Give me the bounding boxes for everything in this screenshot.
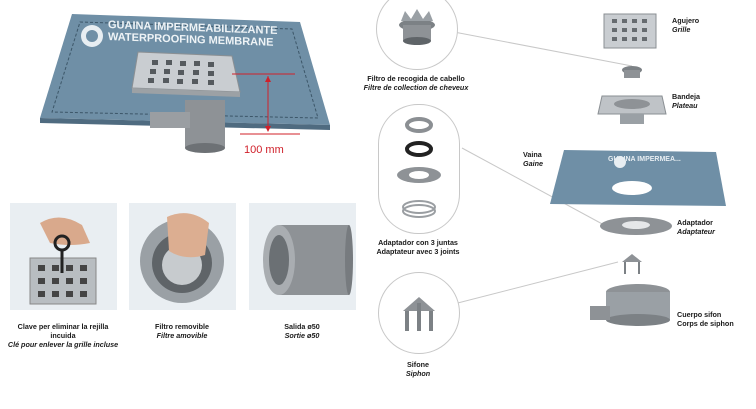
label-tray-fr: Plateau — [672, 101, 698, 110]
installed-drain-illustration — [40, 14, 330, 153]
label-adapter: Adaptador Adaptateur — [677, 218, 715, 236]
caption-key-fr: Clé pour enlever la grille incluse — [7, 340, 119, 349]
caption-outlet-fr: Sortie ø50 — [284, 331, 320, 340]
dimension-marker — [232, 73, 300, 135]
bubble-hair-filter — [376, 0, 458, 70]
caption-filter-fr: Filtre amovible — [156, 331, 208, 340]
label-sheath-fr: Gaine — [523, 159, 543, 168]
label-gaskets-fr: Adaptateur avec 3 joints — [376, 247, 460, 256]
label-siphon-es: Sifone — [407, 360, 429, 369]
label-tray: Bandeja Plateau — [672, 92, 700, 110]
label-hair-filter: Filtro de recogida de cabello Filtre de … — [350, 74, 482, 92]
drain-body — [185, 100, 225, 148]
label-adapter-es: Adaptador — [677, 218, 713, 227]
label-adapter-fr: Adaptateur — [677, 227, 715, 236]
label-siphon: Sifone Siphon — [370, 360, 466, 378]
label-siphon-fr: Siphon — [405, 369, 431, 378]
label-body-es: Cuerpo sifon — [677, 310, 722, 319]
drain-grille — [131, 51, 241, 93]
label-gaskets: Adaptador con 3 juntas Adaptateur avec 3… — [358, 238, 478, 256]
part-siphon-small — [622, 254, 642, 262]
part-sheath — [550, 150, 726, 206]
thumbnail-filter — [129, 203, 236, 310]
label-gaskets-es: Adaptador con 3 juntas — [378, 238, 458, 247]
label-grille-fr: Grille — [672, 25, 691, 34]
caption-key: Clave per eliminar la rejilla incuida Cl… — [8, 322, 118, 349]
part-grille — [603, 13, 657, 49]
sheath-print: GUAINA IMPERMEA... — [608, 156, 681, 163]
caption-key-es-1: Clave per eliminar la rejilla — [17, 322, 109, 331]
connector-lines — [445, 31, 633, 307]
bubble-gaskets — [378, 104, 460, 234]
label-body: Cuerpo sifon Corps de siphon — [677, 310, 734, 328]
label-grille: Agujero Grille — [672, 16, 699, 34]
caption-outlet-es: Salida ø50 — [284, 322, 320, 331]
thumbnail-outlet — [249, 203, 356, 310]
label-hair-filter-fr: Filtre de collection de cheveux — [363, 83, 469, 92]
label-tray-es: Bandeja — [672, 92, 700, 101]
label-body-fr: Corps de siphon — [677, 319, 734, 328]
thumbnail-key — [10, 203, 117, 310]
label-grille-es: Agujero — [672, 16, 700, 25]
caption-filter-es: Filtro removible — [155, 322, 209, 331]
caption-filter: Filtro removible Filtre amovible — [127, 322, 237, 340]
caption-key-es-2: incuida — [50, 331, 76, 340]
label-hair-filter-es: Filtro de recogida de cabello — [367, 74, 465, 83]
bubble-siphon — [378, 272, 460, 354]
dimension-label: 100 mm — [244, 144, 284, 156]
label-sheath: Vaina Gaine — [523, 150, 543, 168]
label-sheath-es: Vaina — [523, 150, 542, 159]
caption-outlet: Salida ø50 Sortie ø50 — [247, 322, 357, 340]
exploded-parts — [550, 13, 726, 326]
